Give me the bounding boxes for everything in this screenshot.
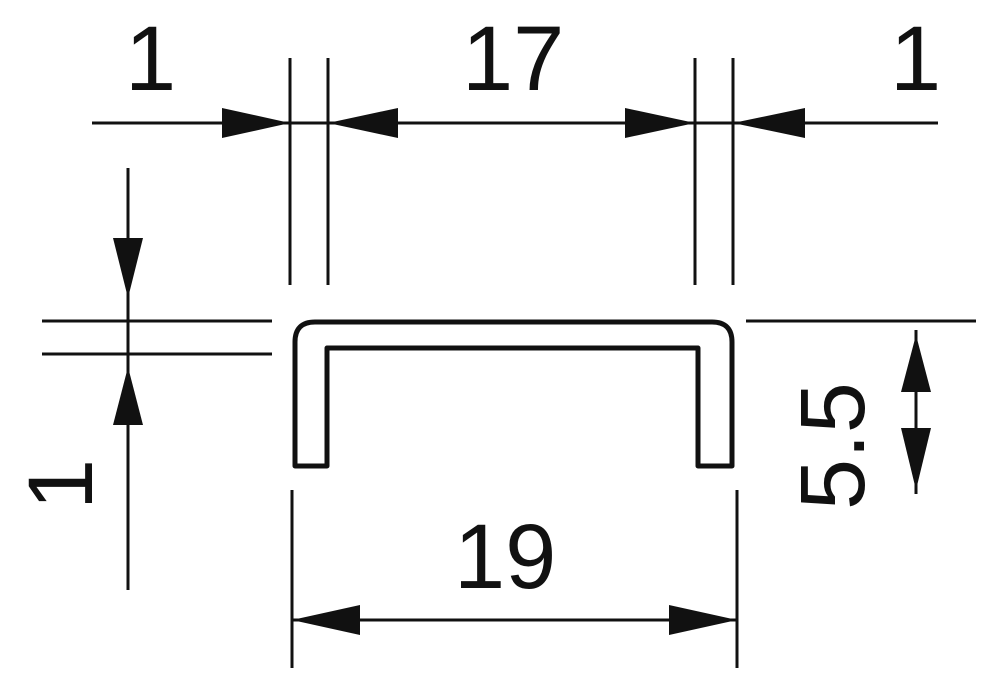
dimension-top-left-label: 1 bbox=[125, 8, 176, 110]
dimension-left-thickness-label: 1 bbox=[10, 459, 112, 510]
dimension-bottom-width-label: 19 bbox=[454, 506, 556, 608]
dimension-top-middle-label: 17 bbox=[462, 8, 564, 110]
right-height-dimension bbox=[746, 319, 976, 494]
dimension-right-height-label: 5.5 bbox=[782, 382, 884, 510]
top-extension-lines bbox=[288, 58, 735, 285]
u-profile-shape bbox=[292, 319, 735, 469]
left-thickness-dimension bbox=[42, 168, 272, 590]
dimension-top-right-label: 1 bbox=[890, 8, 941, 110]
top-dimension-line bbox=[92, 108, 938, 138]
bottom-width-dimension bbox=[290, 490, 739, 668]
